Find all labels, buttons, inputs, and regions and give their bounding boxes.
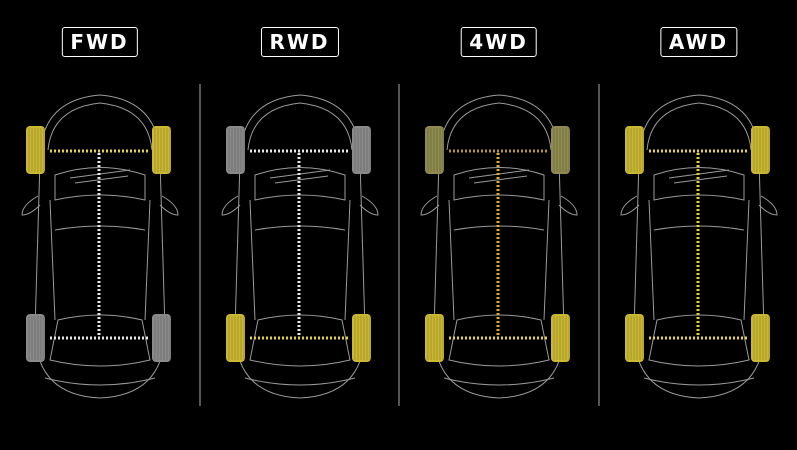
drive-type-label: AWD — [659, 27, 738, 57]
wheel-icon — [352, 314, 371, 362]
wheel-icon — [751, 314, 770, 362]
wheel-icon — [352, 126, 371, 174]
panel-4wd: 4WD — [399, 0, 598, 450]
car-outline-icon — [620, 94, 778, 399]
panel-rwd: RWD — [200, 0, 399, 450]
car-outline-icon — [221, 94, 379, 399]
wheel-icon — [152, 126, 171, 174]
wheel-icon — [551, 126, 570, 174]
wheel-icon — [226, 314, 245, 362]
wheel-icon — [425, 126, 444, 174]
driveline — [649, 149, 747, 340]
drive-type-label: 4WD — [460, 27, 537, 57]
wheel-icon — [425, 314, 444, 362]
car-outline-icon — [21, 94, 179, 399]
driveline — [50, 149, 148, 340]
wheel-icon — [226, 126, 245, 174]
wheel-icon — [625, 126, 644, 174]
car-outline-icon — [420, 94, 578, 399]
panel-awd: AWD — [599, 0, 797, 450]
drive-type-label: RWD — [260, 27, 339, 57]
wheel-icon — [751, 126, 770, 174]
divider — [398, 84, 400, 406]
wheel-icon — [26, 314, 45, 362]
wheel-icon — [625, 314, 644, 362]
divider — [199, 84, 201, 406]
driveline — [449, 149, 547, 340]
wheel-icon — [152, 314, 171, 362]
wheel-icon — [26, 126, 45, 174]
panel-fwd: FWD — [0, 0, 199, 450]
driveline — [250, 149, 348, 340]
drive-type-label: FWD — [61, 27, 138, 57]
wheel-icon — [551, 314, 570, 362]
divider — [598, 84, 600, 406]
